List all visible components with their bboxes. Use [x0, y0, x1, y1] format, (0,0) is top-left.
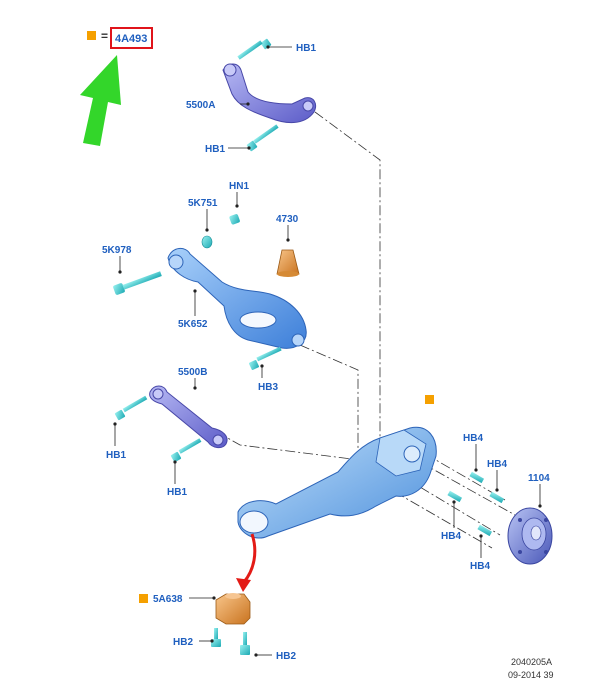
- upper-arm-bolt-bottom: [246, 124, 279, 152]
- label-lower-arm-bolt: 5K978: [102, 245, 132, 256]
- label-nut: HN1: [229, 181, 249, 192]
- knuckle-bolt-4: [477, 524, 493, 537]
- washer: [201, 235, 213, 249]
- label-upper-arm-bolt-top: HB1: [296, 43, 316, 54]
- label-upper-arm-bolt-bottom: HB1: [205, 144, 225, 155]
- bushing-bolt-left: [211, 628, 221, 647]
- spring-bumper: [276, 249, 300, 277]
- hub-bearing: [507, 507, 553, 565]
- green-arrow-icon: [80, 55, 121, 146]
- drawing-reference: 2040205A 09-2014 39: [508, 657, 554, 680]
- nut: [229, 214, 240, 225]
- label-toe-link-bolt-bottom: HB1: [167, 487, 187, 498]
- orange-marker-icon: [425, 395, 434, 404]
- orange-marker-icon: [139, 594, 148, 603]
- part-labels: HB1 5500A HB1 HN1 5K751 4730 5K978 5K652…: [102, 43, 550, 662]
- drawing-date-code: 09-2014 39: [508, 670, 554, 680]
- knuckle-trailing-arm: [237, 426, 437, 539]
- upper-arm-bolt-top: [237, 38, 272, 60]
- label-bushing-bolt-left: HB2: [173, 637, 193, 648]
- knuckle-bolt-3: [447, 490, 463, 503]
- label-hub-bearing: 1104: [528, 473, 550, 484]
- red-arrow-icon: [236, 533, 257, 592]
- lower-arm-bolt-hb3: [249, 346, 282, 370]
- label-knuckle-bolt-2: HB4: [487, 459, 507, 470]
- label-washer: 5K751: [188, 198, 218, 209]
- part-number-highlight-box: [110, 27, 153, 49]
- legend-part-number: 4A493: [115, 33, 147, 45]
- legend: = 4A493: [80, 27, 153, 146]
- label-knuckle-bolt-4: HB4: [470, 561, 490, 572]
- orange-marker-icon: [87, 31, 96, 40]
- label-lower-arm: 5K652: [178, 319, 208, 330]
- legend-equals: =: [101, 29, 108, 43]
- bushing-bolt-right: [240, 632, 250, 655]
- knuckle-bolt-1: [469, 471, 485, 484]
- label-bushing-bolt-right: HB2: [276, 651, 296, 662]
- label-knuckle-bolt-1: HB4: [463, 433, 483, 444]
- label-toe-link: 5500B: [178, 367, 207, 378]
- leader-lines: [113, 45, 542, 657]
- bushing: [215, 593, 251, 625]
- lower-arm-bolt: [113, 271, 162, 295]
- label-spring-bumper: 4730: [276, 214, 299, 225]
- toe-link-bolt-left: [114, 395, 148, 421]
- label-toe-link-bolt-left: HB1: [106, 450, 126, 461]
- toe-link: [149, 385, 228, 449]
- label-lower-arm-bolt-hb3: HB3: [258, 382, 278, 393]
- label-upper-arm: 5500A: [186, 100, 215, 111]
- drawing-id: 2040205A: [511, 657, 552, 667]
- lower-control-arm: [167, 248, 307, 349]
- upper-control-arm: [222, 63, 317, 123]
- toe-link-bolt-bottom: [170, 438, 202, 463]
- knuckle-bolt-2: [489, 491, 505, 504]
- label-bushing: 5A638: [153, 594, 183, 605]
- label-knuckle-bolt-3: HB4: [441, 531, 461, 542]
